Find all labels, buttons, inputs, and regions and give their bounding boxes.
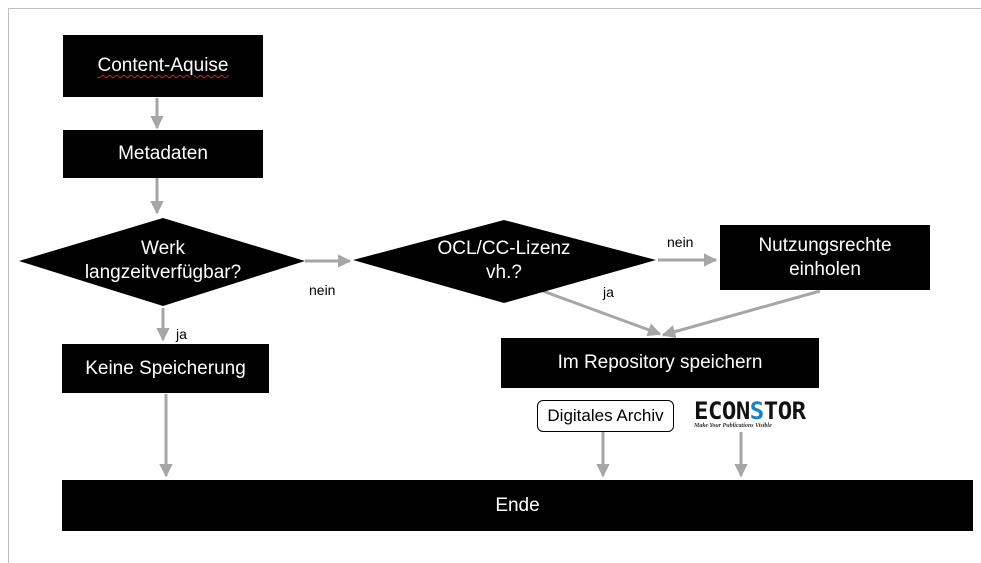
arrow-nutzung-to-repository bbox=[661, 289, 821, 339]
node-metadaten: Metadaten bbox=[63, 130, 263, 178]
node-ocl-line2: vh.? bbox=[486, 262, 522, 283]
node-metadaten-label: Metadaten bbox=[118, 143, 208, 164]
label-ocl-ja: ja bbox=[603, 284, 614, 300]
node-nutzungsrechte: Nutzungsrechte einholen bbox=[720, 225, 930, 290]
node-ocl-text: OCL/CC-Lizenz vh.? bbox=[404, 236, 604, 286]
label-werk-ja: ja bbox=[176, 326, 187, 342]
econstor-logo: ECONSTOR Make Your Publications Visible bbox=[694, 397, 806, 429]
target-digitales-archiv-label: Digitales Archiv bbox=[547, 406, 664, 425]
diamond-ocl bbox=[353, 220, 656, 303]
node-repository-label: Im Repository speichern bbox=[557, 352, 763, 373]
node-keine-speicherung-label: Keine Speicherung bbox=[85, 357, 246, 379]
label-werk-nein: nein bbox=[309, 282, 336, 298]
node-nutzungsrechte-line1: Nutzungsrechte bbox=[758, 234, 892, 256]
econstor-tagline: Make Your Publications Visible bbox=[694, 423, 772, 429]
arrow-ocl-to-repository bbox=[539, 288, 662, 337]
node-repository: Im Repository speichern bbox=[501, 338, 819, 388]
node-werk-text: Werk langzeitverfügbar? bbox=[40, 236, 286, 286]
node-ende-label: Ende bbox=[495, 494, 540, 516]
node-ocl-line1: OCL/CC-Lizenz bbox=[437, 238, 571, 259]
econstor-wordmark: ECONSTOR bbox=[694, 397, 806, 425]
node-content-aquise-label: Content-Aquise bbox=[97, 55, 229, 76]
target-digitales-archiv: Digitales Archiv bbox=[537, 400, 674, 432]
frame-left-border bbox=[8, 8, 9, 563]
node-content-aquise: Content-Aquise bbox=[63, 35, 263, 97]
diamond-werk bbox=[19, 218, 305, 306]
label-ocl-nein: nein bbox=[667, 234, 694, 250]
frame-top-border bbox=[8, 8, 981, 9]
node-ende: Ende bbox=[62, 480, 973, 531]
node-werk-line2: langzeitverfügbar? bbox=[84, 262, 242, 283]
node-werk-line1: Werk bbox=[141, 238, 185, 259]
node-nutzungsrechte-line2: einholen bbox=[789, 258, 861, 280]
node-keine-speicherung: Keine Speicherung bbox=[62, 344, 269, 393]
